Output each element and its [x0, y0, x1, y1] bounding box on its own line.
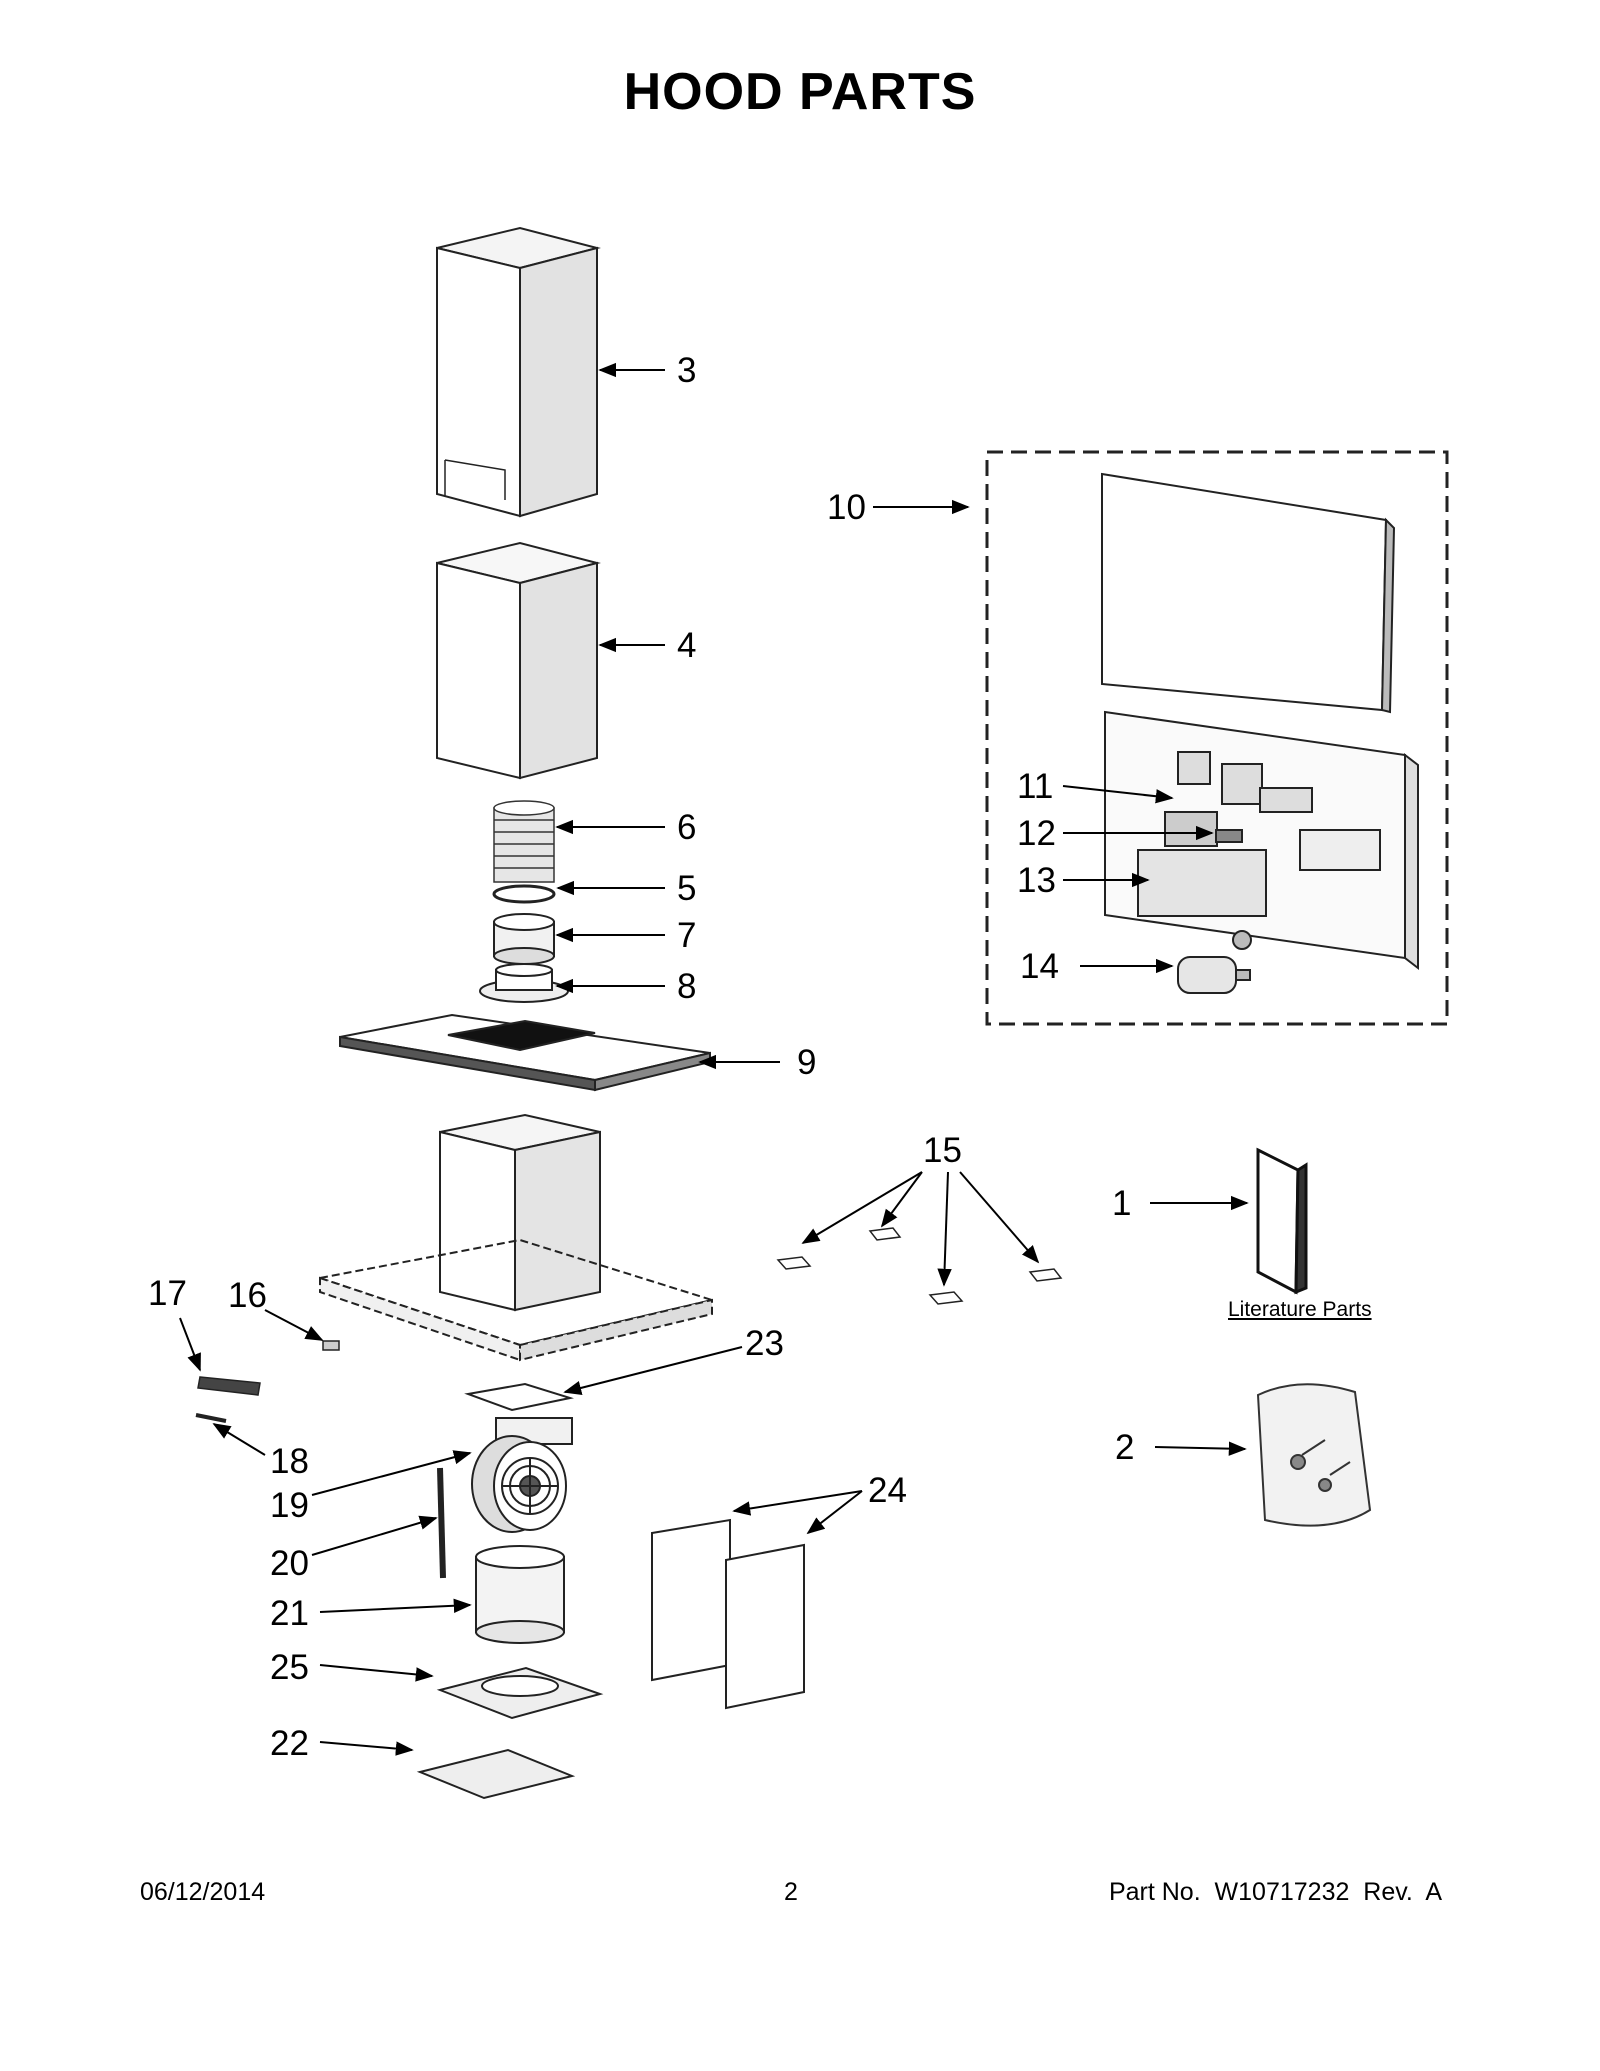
callout-24: 24 — [868, 1471, 907, 1510]
literature-parts-caption: Literature Parts — [1228, 1298, 1372, 1321]
callout-17: 17 — [148, 1274, 187, 1313]
callout-15: 15 — [923, 1131, 962, 1170]
part-25-mounting-plate[interactable] — [436, 1666, 604, 1720]
callout-13: 13 — [1017, 861, 1056, 900]
control-box[interactable] — [1104, 710, 1419, 971]
part-19-blower[interactable] — [471, 1417, 573, 1533]
part-14-capacitor[interactable] — [1177, 956, 1251, 994]
part-5-clamp[interactable] — [492, 884, 556, 904]
callout-9: 9 — [797, 1043, 816, 1082]
part-23-bracket-plate[interactable] — [464, 1382, 574, 1412]
part-17-control-panel[interactable] — [197, 1376, 261, 1396]
footer-part-number: Part No. W10717232 Rev. A — [1108, 1878, 1442, 1906]
callout-23: 23 — [745, 1324, 784, 1363]
part-3-upper-chimney[interactable] — [436, 226, 601, 518]
part-18-pin[interactable] — [195, 1413, 227, 1423]
footer-page-number: 2 — [784, 1878, 798, 1906]
hood-body-assembly[interactable] — [316, 1113, 716, 1362]
part-21-duct-collar[interactable] — [475, 1545, 565, 1644]
callout-10: 10 — [827, 488, 866, 527]
callout-21: 21 — [270, 1594, 309, 1633]
footer-date: 06/12/2014 — [140, 1878, 266, 1906]
part-4-lower-chimney[interactable] — [436, 541, 601, 780]
callout-8: 8 — [677, 967, 696, 1006]
callout-22: 22 — [270, 1724, 309, 1763]
part-1-literature[interactable] — [1256, 1147, 1308, 1295]
part-2-hardware-bag[interactable] — [1256, 1383, 1372, 1527]
part-20-rod[interactable] — [437, 1467, 446, 1579]
part-22-cover-plate[interactable] — [416, 1748, 576, 1800]
callout-25: 25 — [270, 1648, 309, 1687]
callout-labels: 3 4 6 5 7 8 9 10 11 12 13 14 15 1 2 17 1… — [148, 351, 1134, 1763]
callout-20: 20 — [270, 1544, 309, 1583]
callout-12: 12 — [1017, 814, 1056, 853]
part-24-filters[interactable] — [651, 1518, 805, 1710]
page-title: HOOD PARTS — [623, 63, 977, 121]
part-8-flange[interactable] — [479, 963, 569, 1003]
callout-18: 18 — [270, 1442, 309, 1481]
part-15-pads[interactable] — [776, 1227, 1063, 1305]
callout-6: 6 — [677, 808, 696, 847]
callout-2: 2 — [1115, 1428, 1134, 1467]
part-6-flex-duct[interactable] — [493, 800, 555, 883]
callout-3: 3 — [677, 351, 696, 390]
part-16-light-switch[interactable] — [322, 1340, 340, 1351]
callout-arrows — [179, 362, 1249, 1756]
callout-11: 11 — [1017, 767, 1053, 806]
part-10-control-group-box — [985, 450, 1449, 1026]
callout-5: 5 — [677, 869, 696, 908]
part-9-glass-canopy[interactable] — [339, 1013, 711, 1092]
part-7-damper[interactable] — [493, 913, 555, 965]
callout-1: 1 — [1112, 1184, 1131, 1223]
callout-19: 19 — [270, 1486, 309, 1525]
callout-4: 4 — [677, 626, 696, 665]
part-10-front-panel[interactable] — [1101, 472, 1396, 714]
callout-7: 7 — [677, 916, 696, 955]
callout-14: 14 — [1020, 947, 1059, 986]
callout-16: 16 — [228, 1276, 267, 1315]
